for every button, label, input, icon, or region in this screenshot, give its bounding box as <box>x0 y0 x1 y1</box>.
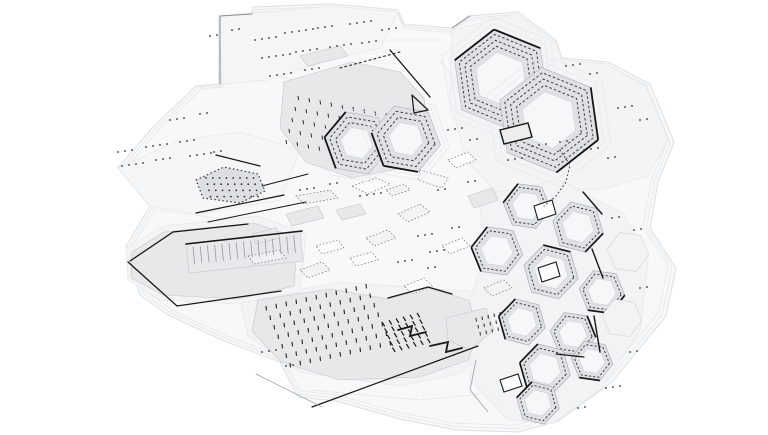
hex-ring-compounds <box>315 16 612 187</box>
tree-dots <box>117 20 648 409</box>
road-lines <box>127 13 604 413</box>
pentagon-building <box>195 166 266 204</box>
outlined-quads <box>499 122 561 393</box>
petal-shapes <box>247 151 513 297</box>
